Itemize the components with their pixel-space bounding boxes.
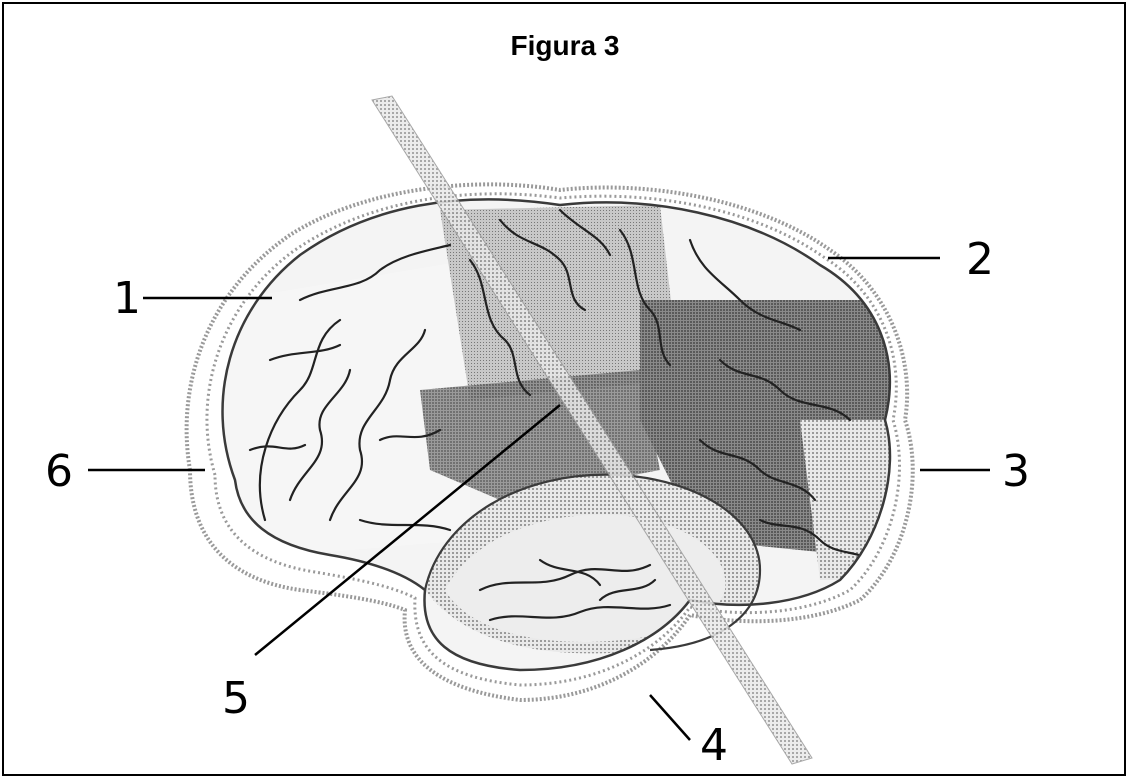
leader-line-4 xyxy=(650,695,690,740)
label-2: 2 xyxy=(966,234,994,285)
label-6: 6 xyxy=(45,446,73,497)
label-4: 4 xyxy=(700,720,728,771)
label-1: 1 xyxy=(113,273,141,324)
label-5: 5 xyxy=(222,673,250,724)
label-3: 3 xyxy=(1002,446,1030,497)
